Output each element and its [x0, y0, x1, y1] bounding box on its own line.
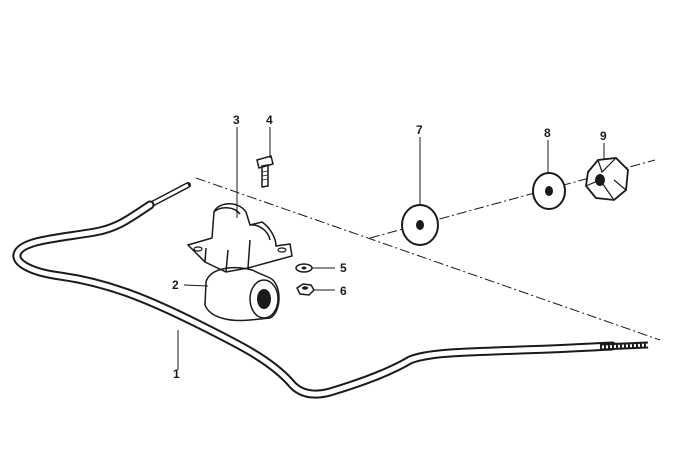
callout-6: 6 [340, 284, 347, 298]
rubber-bushing-icon [204, 267, 280, 322]
callout-9: 9 [600, 129, 607, 143]
nut-small-icon [296, 283, 315, 296]
stabilizer-bar-icon [12, 182, 649, 399]
callout-5: 5 [340, 261, 347, 275]
callout-2: 2 [172, 278, 179, 292]
bolt-icon [256, 155, 274, 188]
washer-small-icon [295, 263, 313, 273]
callout-3: 3 [233, 113, 240, 127]
rubber-mount-icon [532, 172, 566, 210]
leader-2 [183, 284, 209, 287]
callout-7: 7 [416, 123, 423, 137]
cap-nut-icon [585, 157, 629, 201]
assembly-axis-line [195, 177, 661, 341]
mounting-clamp-icon [186, 203, 293, 273]
callout-1: 1 [173, 367, 180, 381]
callout-4: 4 [266, 113, 273, 127]
washer-large-icon [401, 204, 439, 246]
callout-8: 8 [544, 126, 551, 140]
